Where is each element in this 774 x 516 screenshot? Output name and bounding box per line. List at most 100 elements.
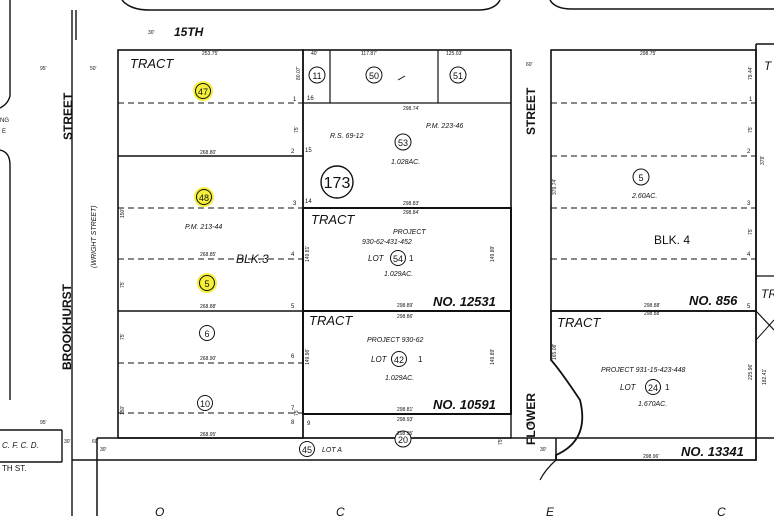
right-line-5: 5 [747,304,751,310]
tract-13341-lot-label: LOT [620,383,637,392]
lot-54-circle [390,250,406,266]
misc-dim-8: 30' [540,447,547,453]
parcel-20-line: 9 [307,421,311,427]
right-line-1: 1 [749,97,753,103]
t12531-dim-3: 149.89' [490,246,496,262]
street-labels: 15TH STREET BROOKHURST (WRIGHT STREET) S… [2,25,538,473]
tr-mid-fragment: TR [761,287,774,301]
rs-label: R.S. 69-12 [330,133,364,140]
parcel-20-dim-1: 298.93' [397,417,413,423]
misc-dim-1: 95' [40,66,47,72]
right-parcel-5-circle [632,168,650,186]
lot-24-circle [645,379,661,395]
parcel-6-circle [199,325,215,341]
parcel-47-label: 47 [198,87,208,97]
e-fragment: E [2,129,6,135]
tract-13341-tract: TRACT [557,315,601,330]
t13341-dim-2: 165.08' [552,344,558,360]
right-dim-7: 75' [748,228,754,235]
bottom-letter-e: E [546,505,555,516]
lot-a-labels: 45 LOT A [299,441,342,457]
t12531-dim-2: 298.89' [397,303,413,309]
bottom-letter-c1: C [336,505,345,516]
right-block [550,43,774,312]
left-side-dim-5: 75' [294,409,300,416]
upper-dim-5: 298.83' [403,201,419,207]
tract-12531-project-no: 930-62-431-452 [362,239,412,246]
right-dim-6: 75' [748,126,754,133]
street-middle-label: STREET [524,87,538,135]
t10591-dim-4: 149.89' [490,349,496,365]
t10591-dim-2: 298.81' [397,407,413,413]
parcel-6-label: 6 [204,329,209,339]
right-parcel-5-label: 5 [638,173,643,183]
right-line-2: 2 [747,149,751,155]
right-acreage: 2.60AC. [631,193,657,200]
t13341-dim-1: 298.96' [643,454,659,460]
lot-42-label: 42 [394,355,404,365]
tract-12531-acreage: 1.029AC. [384,271,413,278]
parcel-5-circle [199,275,215,291]
left-tract-label: TRACT [130,56,174,71]
left-dim-1: 253.75' [202,51,218,57]
tract-10591-number: NO. 10591 [433,397,496,412]
bottom-letter-c2: C [717,505,726,516]
tract-12531-tract: TRACT [311,212,355,227]
upper-acreage: 1.028AC. [391,159,420,166]
left-line-2: 2 [291,149,295,155]
lot-54-suffix: 1 [409,254,414,263]
left-line-4: 4 [291,252,295,258]
lot-54-label: 54 [393,254,403,264]
left-side-dim-1: 75' [120,281,126,288]
bottom-street-label: TH ST. [2,464,26,473]
parcel-51-circle [449,66,467,84]
parcel-11-label: 11 [312,71,321,81]
tract-13341-number: NO. 13341 [681,444,744,459]
left-pm-label: P.M. 213-44 [185,224,222,231]
left-side-dim-3: 150' [120,406,126,415]
tract-13341-acreage: 1.670AC. [638,401,667,408]
left-line-6: 6 [291,354,295,360]
upper-dim-3: 125.03' [446,51,462,57]
top-road-curves [121,0,774,11]
right-dim-5: 79.44' [748,66,754,80]
right-dim-2: 298.88' [644,303,660,309]
parcel-45-label: 45 [302,445,312,455]
right-block-number: BLK. 4 [654,233,690,247]
misc-dim-5: 30' [64,439,71,445]
tract-12531-labels: TRACT PROJECT 930-62-431-452 LOT 54 1 1.… [305,210,496,309]
ng-fragment: NG [0,118,9,124]
right-block-labels: 5 2.60AC. BLK. 4 NO. 856 1 2 3 4 5 298.7… [552,51,766,317]
parcel-173-label: 173 [324,175,351,192]
lot-24-label: 24 [648,383,658,393]
upper-line-15: 15 [305,148,312,154]
misc-dim-10: 30' [148,30,155,36]
tr-top-fragment: T [764,59,773,73]
parcel-47-circle [195,83,211,99]
parcel-20-dim-3: 75' [498,438,504,445]
tract-10591-tract: TRACT [309,313,353,328]
tract-10591-labels: TRACT PROJECT 930-62 LOT 42 1 1.029AC. N… [305,313,496,413]
misc-dim-2: 50' [90,66,97,72]
upper-dim-1: 40' [311,51,318,57]
right-dim-8: 379' [760,156,766,165]
tract-10591-project: PROJECT 930-62 [367,337,424,344]
right-dim-1: 298.75' [640,51,656,57]
parcel-51-label: 51 [453,71,463,81]
left-edge-lines [0,0,97,516]
right-tract-number: NO. 856 [689,293,738,308]
lot-24-suffix: 1 [665,383,670,392]
bottom-letter-o: O [155,505,164,516]
left-line-3: 3 [293,201,297,207]
left-side-dim-4: 75' [294,126,300,133]
t10591-dim-3: 149.96' [305,349,311,365]
misc-dim-7: 60' [526,422,533,428]
tract-13341-labels: TRACT PROJECT 931-15-423-448 LOT 24 1 1.… [552,315,768,460]
left-block [117,49,304,439]
t10591-dim-1: 298.86' [397,314,413,320]
lot-a-strip [96,437,774,516]
tract-13341-block [539,310,774,481]
flower-label: FLOWER [524,393,538,445]
upper-pm-label: P.M. 223-46 [426,123,463,130]
